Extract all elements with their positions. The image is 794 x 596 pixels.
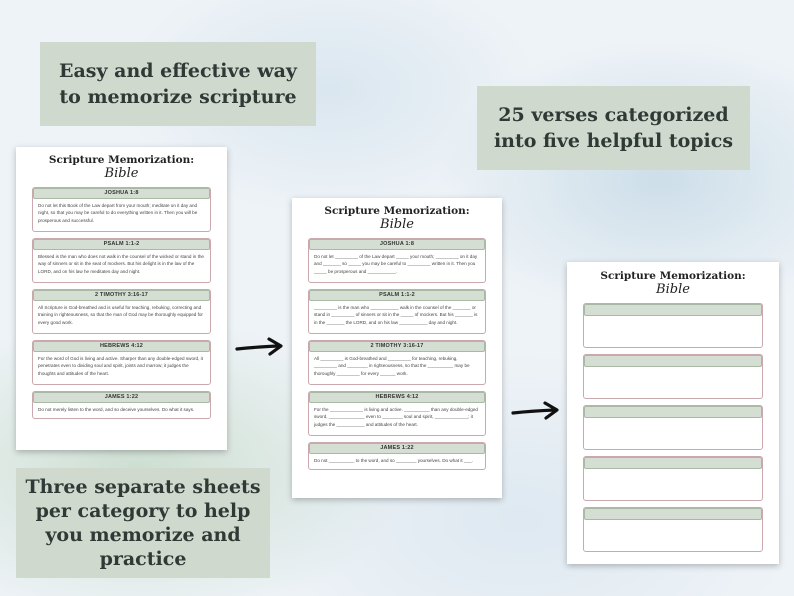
sheet-subtitle: Bible: [380, 217, 414, 232]
verse-card: HEBREWS 4:12 For the _____________ is li…: [308, 391, 486, 436]
banner-line: per category to help: [35, 500, 251, 522]
verse-reference: 2 TIMOTHY 3:16-17: [309, 341, 485, 352]
verse-reference: HEBREWS 4:12: [33, 341, 210, 352]
sheet-title: Scripture Memorization:: [48, 154, 195, 166]
blank-reference-bar: [584, 406, 762, 418]
verse-reference: PSALM 1:1-2: [33, 239, 210, 250]
verse-text: All Scripture is God-breathed and is use…: [38, 305, 203, 325]
banner-line: you memorize and: [45, 524, 241, 546]
verse-text: For the word of God is living and active…: [38, 356, 203, 376]
blank-card: [583, 405, 763, 450]
blank-reference-bar: [584, 457, 762, 469]
verse-card: JOSHUA 1:8 Do not let this Book of the L…: [32, 187, 211, 232]
verse-card: JOSHUA 1:8 Do not let _________ of the L…: [308, 238, 486, 283]
verse-text: Do not let this Book of the Law depart f…: [38, 203, 198, 223]
verse-reference: JAMES 1:22: [33, 392, 210, 403]
verse-card: JAMES 1:22 Do not __________ to the word…: [308, 442, 486, 470]
verse-reference: JAMES 1:22: [309, 443, 485, 454]
verse-text: Blessed is the man who does not walk in …: [38, 254, 204, 274]
worksheet-fill-in-blanks: Scripture Memorization: Bible JOSHUA 1:8…: [292, 198, 502, 498]
verse-card: 2 TIMOTHY 3:16-17 All Scripture is God-b…: [32, 289, 211, 334]
verse-card: 2 TIMOTHY 3:16-17 All _________ is God-b…: [308, 340, 486, 385]
banner-line: Three separate sheets: [25, 476, 261, 498]
banner-line: into five helpful topics: [493, 130, 734, 152]
banner-line: Easy and effective way: [59, 60, 297, 82]
verse-card: PSALM 1:1-2 Blessed is the man who does …: [32, 238, 211, 283]
banner-line: to memorize scripture: [59, 86, 297, 108]
verse-reference: PSALM 1:1-2: [309, 290, 485, 301]
blank-card: [583, 354, 763, 399]
blank-card: [583, 507, 763, 552]
verse-card: HEBREWS 4:12 For the word of God is livi…: [32, 340, 211, 385]
verse-card: JAMES 1:22 Do not merely listen to the w…: [32, 391, 211, 419]
verse-reference: HEBREWS 4:12: [309, 392, 485, 403]
worksheet-full-verses: Scripture Memorization: Bible JOSHUA 1:8…: [16, 147, 227, 450]
sheet-subtitle: Bible: [104, 166, 139, 181]
sheet-title: Scripture Memorization:: [600, 270, 746, 282]
banner-three-sheets: Three separate sheets per category to he…: [16, 468, 270, 578]
worksheet-blank-practice: Scripture Memorization: Bible: [567, 262, 779, 564]
arrow-right-icon: [511, 401, 559, 420]
blank-card: [583, 303, 763, 348]
sheet-subtitle: Bible: [656, 282, 690, 297]
banner-line: practice: [99, 548, 187, 570]
verse-text: All _________ is God-breathed and ______…: [314, 356, 470, 376]
verse-reference: JOSHUA 1:8: [309, 239, 485, 250]
banner-easy-effective: Easy and effective way to memorize scrip…: [40, 42, 316, 126]
verse-text: Do not __________ to the word, and so __…: [314, 458, 473, 463]
verse-text: For the _____________ is living and acti…: [314, 407, 478, 427]
verse-card: PSALM 1:1-2 _________ is the man who ___…: [308, 289, 486, 334]
blank-card: [583, 456, 763, 501]
blank-reference-bar: [584, 508, 762, 520]
arrow-right-icon: [235, 337, 283, 356]
verse-text: Do not merely listen to the word, and so…: [38, 407, 195, 412]
banner-25-verses: 25 verses categorized into five helpful …: [477, 86, 750, 170]
sheet-title: Scripture Memorization:: [324, 205, 470, 217]
verse-text: Do not let _________ of the Law depart _…: [314, 254, 478, 274]
verse-reference: 2 TIMOTHY 3:16-17: [33, 290, 210, 301]
blank-reference-bar: [584, 304, 762, 316]
verse-reference: JOSHUA 1:8: [33, 188, 210, 199]
blank-reference-bar: [584, 355, 762, 367]
banner-line: 25 verses categorized: [498, 104, 729, 126]
verse-text: _________ is the man who ___________ wal…: [314, 305, 478, 325]
